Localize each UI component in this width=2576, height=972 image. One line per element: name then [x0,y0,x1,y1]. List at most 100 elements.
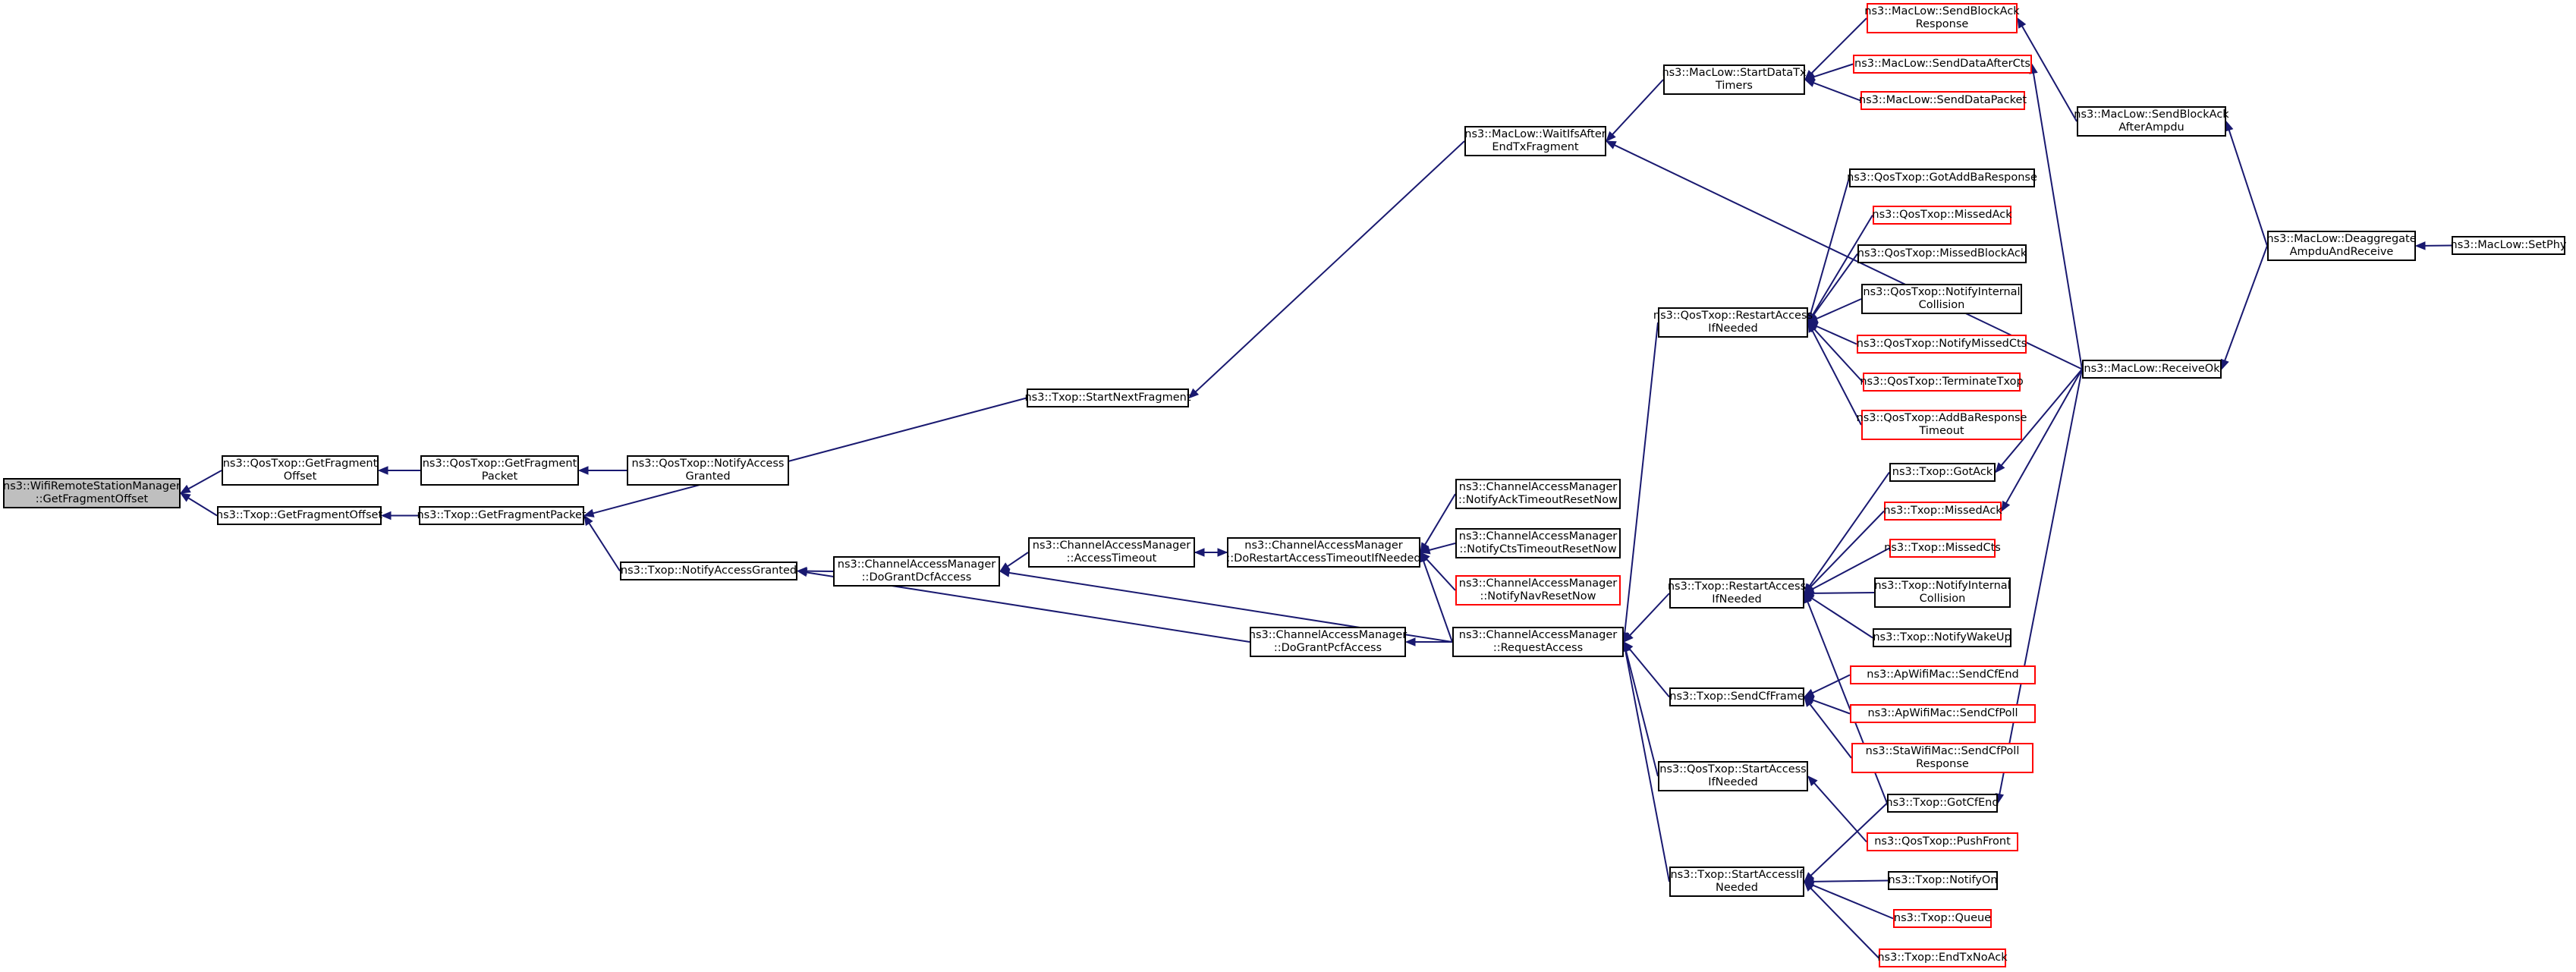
node-label-line: Packet [481,470,518,483]
edge-tgce-to-tsai [1810,802,1888,876]
node-label-line: ns3::StaWifiMac::SendCfPoll [1865,745,2020,757]
edge-tnag-to-tgfp [588,523,621,572]
node-mro[interactable]: ns3::MacLow::ReceiveOk [2082,360,2222,379]
node-label-line: ns3::Txop::GotAck [1892,466,1993,478]
node-label-line: Response [1916,758,1969,770]
node-tnag[interactable]: ns3::Txop::NotifyAccessGranted [620,561,797,580]
node-ascfe[interactable]: ns3::ApWifiMac::SendCfEnd [1850,665,2036,684]
arrowhead-msdt-to-mwif [1606,131,1616,142]
node-tno[interactable]: ns3::Txop::NotifyOn [1888,871,1998,890]
node-cdra[interactable]: ns3::ChannelAccessManager::DoRestartAcce… [1226,537,1421,568]
edge-cat-to-cdgd [1007,552,1029,568]
node-label-line: ::DoGrantDcfAccess [861,571,972,584]
node-label-line: ns3::QosTxop::NotifyInternal [1863,286,2021,298]
arrowhead-tgfp-to-tgfo [380,511,392,521]
node-label-line: ::DoGrantPcfAccess [1273,642,1382,654]
node-label-line: ns3::ChannelAccessManager [1458,530,1618,543]
node-label-line: ns3::ChannelAccessManager [1458,481,1618,493]
node-qpf[interactable]: ns3::QosTxop::PushFront [1867,832,2018,851]
node-label-line: ns3::MacLow::SendDataPacket [1858,94,2027,106]
edge-mro-to-msda [2032,73,2083,370]
node-tgfo[interactable]: ns3::Txop::GetFragmentOffset [215,506,383,525]
node-label-line: ns3::QosTxop::StartAccess [1659,763,1807,775]
edge-cnat-to-cdra [1424,493,1456,546]
edge-tscf-to-cra [1628,648,1670,698]
node-label-line: ns3::ChannelAccessManager [1244,539,1403,552]
node-label-line: ns3::QosTxop::GetFragment [422,458,577,470]
node-msp[interactable]: ns3::MacLow::SetPhy [2451,236,2566,255]
node-qgab[interactable]: ns3::QosTxop::GotAddBaResponse [1847,168,2037,187]
node-msda[interactable]: ns3::MacLow::SendDataAfterCts [1853,55,2032,74]
node-cdgd[interactable]: ns3::ChannelAccessManager::DoGrantDcfAcc… [833,556,1000,587]
edge-trai-to-cra [1629,593,1670,636]
node-tgce[interactable]: ns3::Txop::GotCfEnd [1886,794,1999,813]
node-label-line: ::DoRestartAccessTimeoutIfNeeded [1226,552,1421,565]
node-tmc[interactable]: ns3::Txop::MissedCts [1884,539,2001,558]
edge-ascfe-to-tscf [1812,674,1851,694]
node-label-line: ns3::QosTxop::RestartAccess [1653,310,1813,322]
node-cdgp[interactable]: ns3::ChannelAccessManager::DoGrantPcfAcc… [1249,627,1407,657]
node-label-line: Granted [685,470,731,483]
node-tma[interactable]: ns3::Txop::MissedAck [1883,502,2002,521]
node-msdp[interactable]: ns3::MacLow::SendDataPacket [1858,91,2027,110]
node-label-line: ns3::Txop::NotifyAccessGranted [620,565,797,577]
edge-msbr-to-msdt [1810,17,1867,74]
node-cra[interactable]: ns3::ChannelAccessManager::RequestAccess [1452,627,1624,657]
edge-sscfp-to-tscf [1809,703,1852,759]
edge-tsnf-to-tgfp [593,397,1027,514]
edge-tga-to-trai [1809,471,1890,587]
node-tscf[interactable]: ns3::Txop::SendCfFrame [1669,687,1804,706]
edge-msdt-to-mwif [1612,79,1664,135]
edge-qgfo-to-root [188,470,222,490]
node-cnat[interactable]: ns3::ChannelAccessManager::NotifyAckTime… [1455,479,1621,509]
node-tga[interactable]: ns3::Txop::GotAck [1889,463,1996,482]
edge-qnic-to-qrai [1816,298,1862,320]
node-tq[interactable]: ns3::Txop::Queue [1893,909,1992,928]
node-label-line: ns3::MacLow::SendBlockAck [2074,109,2229,121]
arrowhead-cnct-to-cdra [1419,546,1431,555]
node-tsnf[interactable]: ns3::Txop::StartNextFragment [1024,388,1191,407]
node-tgfp[interactable]: ns3::Txop::GetFragmentPacket [417,506,587,525]
node-label-line: ns3::Txop::StartAccessIf [1670,869,1804,881]
node-label-line: Offset [283,470,317,483]
node-qma[interactable]: ns3::QosTxop::MissedAck [1872,206,2012,225]
edge-mdaa-to-mro [2224,245,2268,361]
node-label-line: IfNeeded [1708,322,1758,335]
node-label-line: Collision [1918,299,1965,311]
node-label-line: ::NotifyCtsTimeoutResetNow [1459,543,1617,555]
node-label-line: ns3::Txop::GetFragmentOffset [215,509,383,521]
node-label-line: ns3::QosTxop::PushFront [1874,835,2011,848]
edge-msdp-to-msdt [1813,82,1861,102]
node-ascfp[interactable]: ns3::ApWifiMac::SendCfPoll [1850,704,2036,723]
node-qnmc[interactable]: ns3::QosTxop::NotifyMissedCts [1857,335,2027,354]
arrowhead-qpf-to-qsai [1807,775,1818,787]
node-qmba[interactable]: ns3::QosTxop::MissedBlockAck [1857,244,2027,263]
node-label-line: ns3::MacLow::SendBlockAck [1864,5,2020,17]
node-cat[interactable]: ns3::ChannelAccessManager::AccessTimeout [1028,537,1195,568]
node-tetn[interactable]: ns3::Txop::EndTxNoAck [1877,948,2008,967]
node-qtt[interactable]: ns3::QosTxop::TerminateTxop [1860,373,2024,392]
node-label-line: AfterAmpdu [2118,121,2184,134]
node-cnct[interactable]: ns3::ChannelAccessManager::NotifyCtsTime… [1455,528,1621,558]
node-cnnr[interactable]: ns3::ChannelAccessManager::NotifyNavRese… [1455,575,1621,606]
arrowhead-msp-to-mdaa [2414,241,2426,250]
edge-tq-to-tsai [1812,884,1894,920]
node-tnwu[interactable]: ns3::Txop::NotifyWakeUp [1873,628,2011,647]
arrowhead-mro-to-tga [1995,462,2005,473]
